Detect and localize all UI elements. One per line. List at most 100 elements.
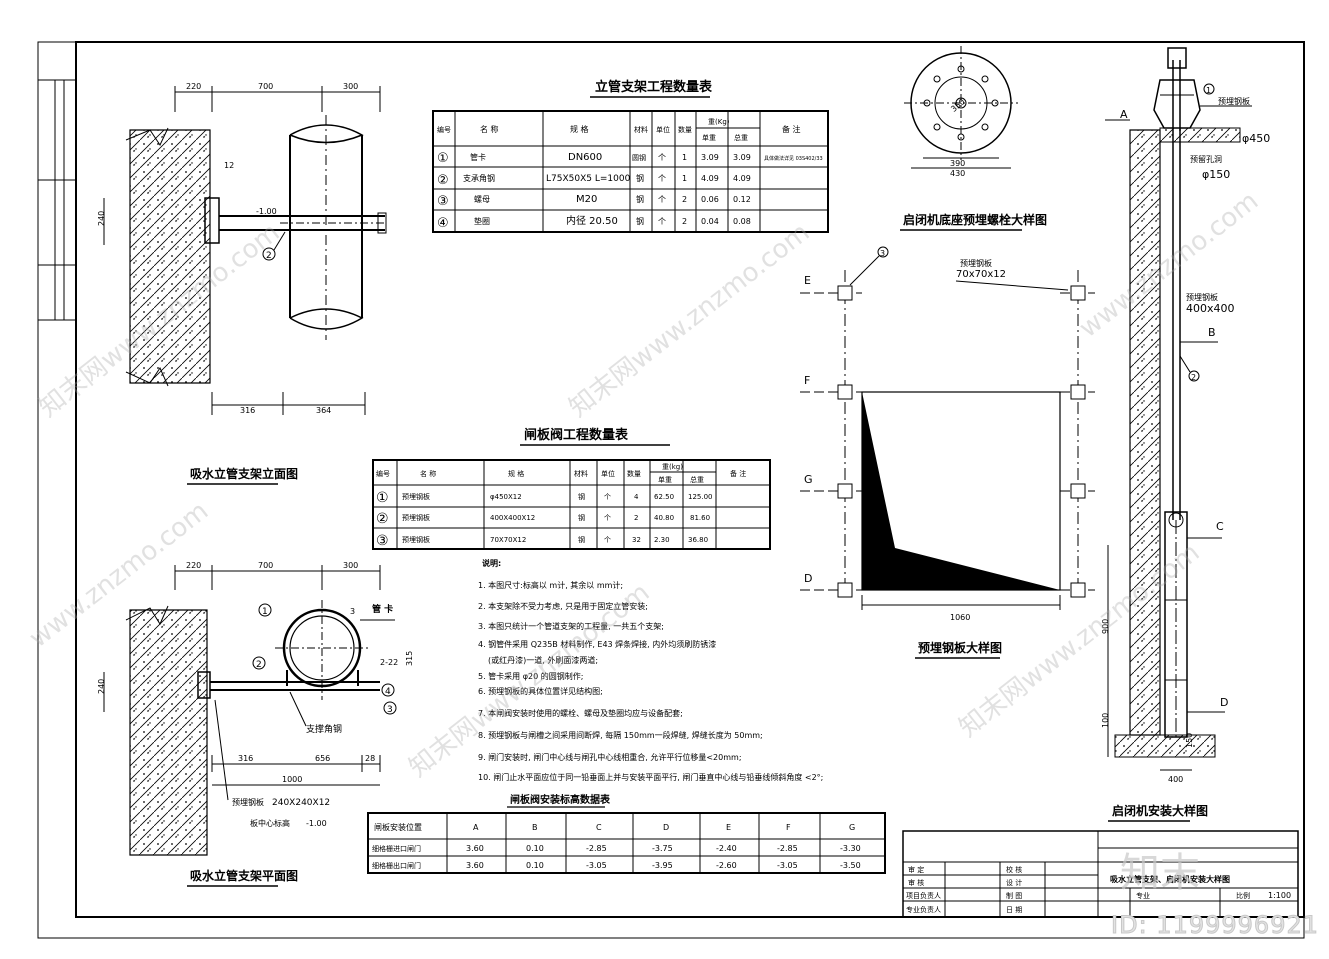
svg-text:个: 个 (604, 536, 611, 544)
note-4: 4. 钢管件采用 Q235B 材料制作, E43 焊条焊接, 内外均须刷防锈漆 (478, 639, 716, 649)
note-9: 9. 闸门安装时, 闸门中心线与闸孔中心线相重合, 允许平行位移量<20mm; (478, 752, 742, 762)
rt-row-2: ② 支承角钢 L75X50X5 L=1000 钢 个 1 4.09 4.09 (437, 173, 751, 188)
hoist-hole-label: 预留孔洞 (1190, 154, 1222, 164)
svg-text:细格栅出口闸门: 细格栅出口闸门 (372, 861, 421, 870)
svg-text:1: 1 (682, 174, 687, 183)
et-row-2: 细格栅出口闸门 3.60 0.10 -3.05 -3.95 -2.60 -3.0… (372, 861, 861, 870)
svg-text:DN600: DN600 (568, 152, 602, 163)
hoist-title: 启闭机安装大样图 (1112, 803, 1208, 818)
svg-text:2.30: 2.30 (654, 536, 670, 544)
svg-text:1: 1 (262, 607, 268, 617)
et-h-0: 闸板安装位置 (374, 822, 422, 832)
elev-table-title: 闸板阀安装标高数据表 (510, 793, 611, 806)
svg-text:3: 3 (350, 607, 355, 616)
svg-text:4: 4 (385, 687, 391, 697)
hoist-embed-label: 预埋钢板 (1218, 96, 1250, 106)
gate-table: 编号 名 称 规 格 材料 单位 数量 重(kg) 单重 总重 备 注 ① 预埋… (372, 459, 771, 550)
et-h-5: E (726, 823, 731, 832)
gt-h-name: 名 称 (420, 469, 436, 478)
svg-text:个: 个 (658, 174, 666, 183)
et-h-2: B (532, 823, 538, 832)
plan-dim-1000: 1000 (282, 775, 302, 784)
support-angle-label: 支撑角钢 (306, 723, 342, 735)
svg-text:-3.05: -3.05 (586, 861, 607, 870)
svg-text:3.60: 3.60 (466, 844, 484, 853)
level-E: E (804, 274, 811, 287)
svg-text:细格栅进口闸门: 细格栅进口闸门 (372, 844, 421, 853)
hoist-dim-100: 100 (1101, 713, 1110, 728)
et-h-3: C (596, 823, 602, 832)
elevation-title: 吸水立管支架立面图 (190, 466, 298, 481)
note-1: 1. 本图尺寸:标高以 m计, 其余以 mm计; (478, 580, 623, 590)
level-F: F (804, 374, 810, 387)
level-D-hoist: D (1220, 696, 1228, 709)
tb-sheet-name: 吸水立管支架、启闭机安装大样图 (1110, 874, 1230, 884)
plan-center-elev: 板中心标高 (250, 818, 290, 828)
svg-text:2: 2 (256, 660, 262, 670)
rt-h-unit: 单位 (656, 125, 670, 134)
hoist-dim-900: 900 (1101, 619, 1110, 634)
hoist-dim-150: 150 (1185, 733, 1194, 748)
svg-text:0.10: 0.10 (526, 844, 544, 853)
tb-label-9: 比例 (1236, 891, 1250, 900)
svg-text:70X70X12: 70X70X12 (490, 536, 526, 544)
svg-text:①: ① (437, 151, 449, 166)
p70-spec: 70x70x12 (956, 269, 1006, 280)
bolt-dim-390: 390 (950, 159, 965, 168)
svg-text:-2.85: -2.85 (777, 844, 798, 853)
svg-text:②: ② (376, 511, 389, 527)
gt-h-no: 编号 (376, 469, 390, 478)
dim-316: 316 (240, 406, 255, 415)
rt-h-remark: 备 注 (782, 124, 801, 134)
svg-text:②: ② (437, 173, 449, 188)
svg-text:4.09: 4.09 (701, 174, 719, 183)
svg-text:0.06: 0.06 (701, 195, 719, 204)
elev-table: 闸板安装位置 A B C D E F G 细格栅进口闸门 3.60 0.10 -… (367, 812, 886, 874)
hoist-phi150: φ150 (1202, 168, 1230, 181)
hoist-dim-400: 400 (1168, 775, 1183, 784)
svg-text:钢: 钢 (578, 513, 585, 522)
svg-text:③: ③ (437, 194, 449, 209)
svg-text:支承角钢: 支承角钢 (463, 173, 495, 183)
et-h-6: F (786, 823, 791, 832)
svg-text:L75X50X5 L=1000: L75X50X5 L=1000 (546, 174, 631, 184)
svg-text:钢: 钢 (636, 173, 644, 183)
tb-label-7: 日 期 (1006, 906, 1022, 914)
svg-text:④: ④ (437, 216, 449, 231)
svg-text:3: 3 (387, 705, 393, 715)
svg-text:个: 个 (604, 514, 611, 522)
rt-h-spec: 规 格 (570, 124, 589, 134)
svg-text:0.10: 0.10 (526, 861, 544, 870)
bolt-title: 启闭机底座预埋螺栓大样图 (903, 212, 1047, 227)
svg-text:预埋钢板: 预埋钢板 (402, 535, 430, 544)
plan-title: 吸水立管支架平面图 (190, 868, 298, 883)
svg-text:1: 1 (1206, 86, 1211, 95)
plate-title: 预埋钢板大样图 (918, 640, 1002, 655)
svg-text:2: 2 (682, 217, 687, 226)
svg-text:-3.05: -3.05 (777, 861, 798, 870)
svg-text:M20: M20 (576, 194, 597, 205)
gt-row-2: ② 预埋钢板 400X400X12 钢 个 2 40.80 81.60 (376, 511, 710, 527)
svg-text:-3.50: -3.50 (840, 861, 861, 870)
dim-300-top: 300 (343, 82, 358, 91)
dim-240-left: 240 (97, 211, 106, 226)
gt-h-remark: 备 注 (730, 469, 746, 478)
svg-text:32: 32 (632, 536, 641, 544)
rt-h-no: 编号 (437, 125, 451, 134)
plan-elev-mark: -1.00 (306, 819, 327, 828)
et-h-7: G (849, 823, 855, 832)
svg-text:0.12: 0.12 (733, 195, 751, 204)
note-4b: (或红丹漆)一道, 外刷面漆两道; (488, 655, 598, 665)
notes: 说明: 1. 本图尺寸:标高以 m计, 其余以 mm计; 2. 本支架除不受力考… (478, 558, 823, 782)
tb-label-8: 专业 (1136, 891, 1150, 900)
svg-text:0.08: 0.08 (733, 217, 751, 226)
plate-detail: E F G D 1060 3 预埋钢板 70x70x12 (800, 246, 1095, 622)
gt-h-weight: 重(kg) (662, 463, 683, 471)
plan-dim-700: 700 (258, 561, 273, 570)
svg-text:-2.60: -2.60 (716, 861, 737, 870)
note-7: 7. 本闸阀安装时使用的螺栓、螺母及垫圈均应与设备配套; (478, 708, 683, 718)
svg-text:钢: 钢 (636, 194, 644, 204)
svg-text:预埋钢板: 预埋钢板 (402, 513, 430, 522)
plan-dim-315: 315 (405, 651, 414, 666)
